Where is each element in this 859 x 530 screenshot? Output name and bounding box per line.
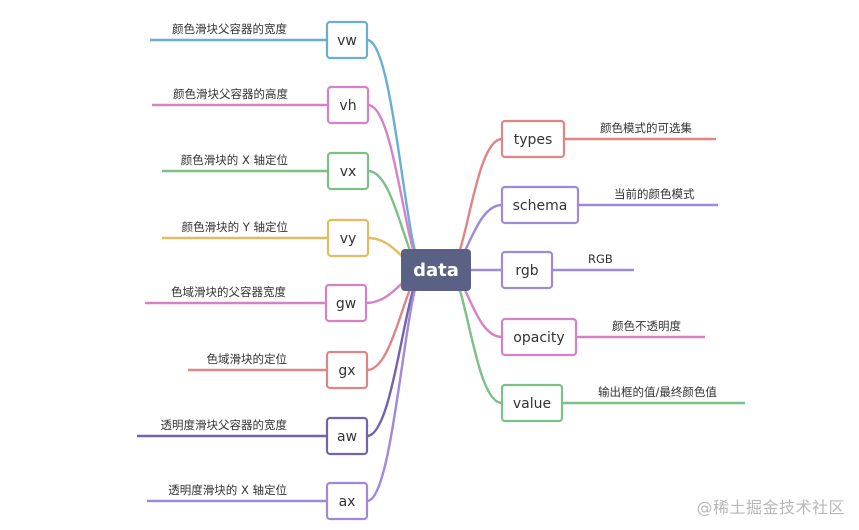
node-box-vx [326,151,370,191]
node-label-vh: vh [339,98,356,114]
node-box-aw [325,416,369,456]
desc-label-aw: 透明度滑块父容器的宽度 [161,418,288,432]
desc-label-gx: 色域滑块的定位 [207,352,288,366]
node-label-rgb: rgb [515,263,538,279]
desc-label-vx: 颜色滑块的 X 轴定位 [181,153,288,167]
desc-label-vh: 颜色滑块父容器的高度 [173,87,288,101]
node-box-vy [326,218,370,258]
node-label-vy: vy [340,231,357,247]
desc-label-types: 颜色模式的可选集 [600,121,692,135]
branch-edge-vw [366,38,425,272]
node-label-vw: vw [337,33,357,49]
node-label-types: types [514,132,553,148]
node-box-ax [325,481,369,521]
branch-edge-ax [366,268,425,503]
node-box-rgb [500,250,554,290]
mindmap-nodes: 颜色滑块父容器的宽度 vw 颜色滑块父容器的高度 vh 颜色滑块的 X 轴定位 vx 颜色滑… [161,20,717,521]
desc-label-schema: 当前的颜色模式 [614,187,695,201]
desc-label-value: 输出框的值/最终颜色值 [598,385,717,399]
desc-label-ax: 透明度滑块的 X 轴定位 [168,483,287,497]
desc-label-gw: 色域滑块的父容器宽度 [171,285,286,299]
desc-label-vy: 颜色滑块的 Y 轴定位 [182,220,288,234]
root-node-label: data [413,260,459,281]
node-label-gx: gx [338,363,355,379]
desc-label-vw: 颜色滑块父容器的宽度 [172,22,287,36]
node-label-gw: gw [336,296,356,312]
desc-label-rgb: RGB [588,252,613,266]
node-label-ax: ax [339,494,356,510]
node-label-aw: aw [337,429,357,445]
node-box-vh [326,85,370,125]
node-box-vw [325,20,369,60]
node-label-schema: schema [513,198,568,214]
node-box-gw [324,283,368,323]
node-label-opacity: opacity [513,330,564,346]
desc-label-opacity: 颜色不透明度 [612,319,681,333]
node-box-schema [500,185,580,225]
node-box-opacity [500,317,578,357]
root-node-box [401,249,471,291]
node-label-value: value [513,396,551,412]
node-box-gx [325,350,369,390]
node-label-vx: vx [340,164,357,180]
watermark: @稀土掘金技术社区 [696,498,845,517]
node-box-value [500,383,564,423]
node-box-types [500,119,566,159]
